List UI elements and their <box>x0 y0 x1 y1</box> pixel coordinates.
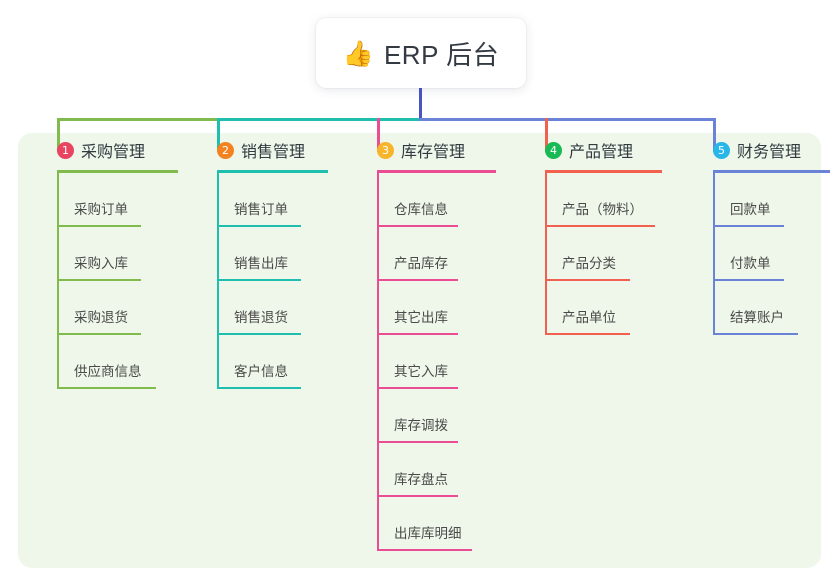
branch-item-label: 供应商信息 <box>74 364 142 379</box>
branch-badge-4: 4 <box>545 141 562 159</box>
branch-header-rule-2 <box>217 170 328 173</box>
branch-item-rule <box>377 495 458 497</box>
branch-column-4: 4 产品管理产品（物料） 产品分类产品单位 <box>526 133 662 335</box>
branch-item-label: 采购退货 <box>74 310 128 325</box>
branch-item-rule <box>545 333 630 335</box>
branch-spine-3 <box>377 173 379 551</box>
branch-columns: 1 采购管理采购订单采购入库采购退货供应商信息 2 销售管理销售订单销售出库销售退货客… <box>18 133 830 568</box>
branch-title-1: 采购管理 <box>81 144 146 161</box>
branch-item-rule <box>377 333 458 335</box>
branch-item-label: 销售退货 <box>234 310 288 325</box>
branch-item-label: 产品分类 <box>562 256 616 271</box>
branch-header-2[interactable]: 2 销售管理 <box>198 133 305 167</box>
branch-spine-1 <box>57 173 59 389</box>
branch-column-1: 1 采购管理采购订单采购入库采购退货供应商信息 <box>38 133 178 389</box>
branch-column-5: 5 财务管理回款单付款单结算账户 <box>694 133 830 335</box>
connector-trunk <box>419 88 422 121</box>
branch-header-rule-5 <box>713 170 830 173</box>
branch-item-label: 销售订单 <box>234 202 288 217</box>
branch-item-label: 产品库存 <box>394 256 448 271</box>
branch-item-rule <box>217 387 301 389</box>
branch-badge-1: 1 <box>57 141 74 159</box>
branch-item-label: 结算账户 <box>730 310 784 325</box>
branch-title-3: 库存管理 <box>401 144 466 161</box>
branch-item-rule <box>713 279 784 281</box>
branch-header-rule-4 <box>545 170 662 173</box>
branch-badge-5: 5 <box>713 141 730 159</box>
branch-item-label: 采购订单 <box>74 202 128 217</box>
branch-item-rule <box>545 225 655 227</box>
root-node-title: ERP 后台 <box>383 39 500 70</box>
branch-item-label: 其它出库 <box>394 310 448 325</box>
root-node-erp-backend[interactable]: 👍 ERP 后台 <box>316 18 526 88</box>
branch-item-label: 回款单 <box>730 202 771 217</box>
branch-title-4: 产品管理 <box>569 144 634 161</box>
branch-item-rule <box>713 225 784 227</box>
branch-header-rule-1 <box>57 170 178 173</box>
branch-title-5: 财务管理 <box>737 144 802 161</box>
connector-stub-4 <box>545 118 548 152</box>
branch-item-rule <box>377 549 472 551</box>
branch-item-label: 客户信息 <box>234 364 288 379</box>
branch-item-rule <box>57 387 156 389</box>
branch-header-1[interactable]: 1 采购管理 <box>38 133 145 167</box>
branch-title-2: 销售管理 <box>241 144 306 161</box>
branch-item-rule <box>377 225 458 227</box>
connector-stub-1 <box>57 118 60 152</box>
branch-item-label: 产品（物料） <box>562 202 643 217</box>
connector-bar-green <box>57 118 220 121</box>
branch-item-rule <box>377 279 458 281</box>
branch-header-rule-3 <box>377 170 496 173</box>
connector-stub-2 <box>217 118 220 152</box>
branch-item-rule <box>217 225 301 227</box>
branch-item-label: 销售出库 <box>234 256 288 271</box>
branch-item-rule <box>57 225 141 227</box>
branch-item-label: 出库库明细 <box>394 526 462 541</box>
branch-spine-2 <box>217 173 219 389</box>
branch-item-label: 采购入库 <box>74 256 128 271</box>
branch-item-label: 仓库信息 <box>394 202 448 217</box>
branch-item-rule <box>713 333 798 335</box>
branch-item-label: 产品单位 <box>562 310 616 325</box>
branch-item-label: 其它入库 <box>394 364 448 379</box>
branch-item-rule <box>377 387 458 389</box>
branch-header-5[interactable]: 5 财务管理 <box>694 133 801 167</box>
thumbs-up-icon: 👍 <box>342 39 374 68</box>
branch-item-rule <box>57 279 141 281</box>
branch-item-rule <box>545 279 630 281</box>
branch-column-2: 2 销售管理销售订单销售出库销售退货客户信息 <box>198 133 328 389</box>
branch-item-rule <box>377 441 458 443</box>
connector-bar-teal <box>217 118 420 121</box>
branch-item-rule <box>217 279 301 281</box>
connector-bar-blue <box>419 118 716 121</box>
branch-header-4[interactable]: 4 产品管理 <box>526 133 633 167</box>
branch-item-label: 库存盘点 <box>394 472 448 487</box>
branch-header-3[interactable]: 3 库存管理 <box>358 133 465 167</box>
branch-item-label: 库存调拨 <box>394 418 448 433</box>
branch-item-rule <box>217 333 301 335</box>
branch-badge-2: 2 <box>217 141 234 159</box>
branch-column-3: 3 库存管理仓库信息产品库存其它出库其它入库库存调拨库存盘点出库库明细 <box>358 133 496 551</box>
branch-badge-3: 3 <box>377 141 394 159</box>
connector-stub-3 <box>377 118 380 152</box>
branch-item-rule <box>57 333 141 335</box>
branch-spine-5 <box>713 173 715 335</box>
branch-item-label: 付款单 <box>730 256 771 271</box>
branch-spine-4 <box>545 173 547 335</box>
connector-stub-5 <box>713 118 716 152</box>
